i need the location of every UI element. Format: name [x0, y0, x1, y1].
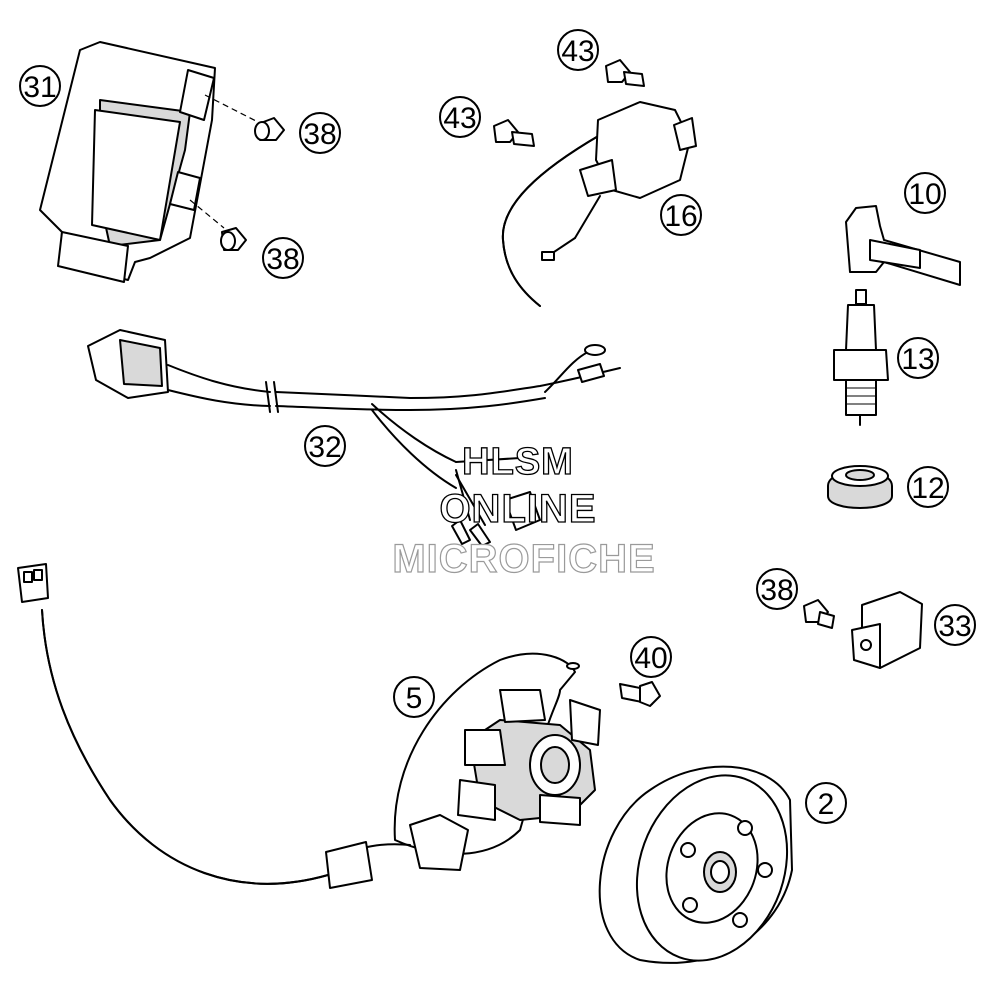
svg-text:38: 38 — [760, 574, 793, 607]
svg-text:13: 13 — [901, 343, 934, 376]
watermark-line-3: MICROFICHE — [392, 537, 655, 581]
watermark-line-1: HLSM — [462, 441, 574, 483]
wiring-harness-drawing — [87, 329, 621, 547]
svg-text:43: 43 — [443, 102, 476, 135]
callout-33: 33 — [934, 604, 976, 646]
voltage-regulator-drawing — [851, 591, 923, 669]
svg-text:16: 16 — [664, 200, 697, 233]
callout-2: 2 — [805, 782, 847, 824]
svg-text:38: 38 — [266, 243, 299, 276]
coil-bolt-upper — [605, 59, 645, 87]
callout-38-lower: 38 — [262, 237, 304, 279]
watermark-line-2: ONLINE — [439, 487, 596, 531]
callout-38-upper: 38 — [299, 112, 341, 154]
callout-10: 10 — [904, 172, 946, 214]
spark-plug-drawing — [833, 289, 889, 426]
ecu-bolt-lower — [220, 227, 247, 251]
svg-text:32: 32 — [308, 431, 341, 464]
callout-32: 32 — [304, 425, 346, 467]
stator-bolt — [619, 681, 661, 707]
svg-text:12: 12 — [911, 472, 944, 505]
callout-40: 40 — [630, 636, 672, 678]
ecu-bolt-upper — [254, 117, 285, 141]
svg-text:31: 31 — [23, 71, 56, 104]
watermark: HLSM ONLINE MICROFICHE — [392, 440, 656, 581]
svg-text:33: 33 — [938, 610, 971, 643]
svg-text:5: 5 — [406, 682, 423, 715]
grommet-drawing — [827, 465, 893, 509]
callout-38-regulator: 38 — [756, 568, 798, 610]
ignition-coil-drawing — [501, 101, 697, 307]
callout-5: 5 — [393, 676, 435, 718]
stator-drawing — [17, 563, 601, 889]
callout-31: 31 — [19, 65, 61, 107]
callout-16: 16 — [660, 194, 702, 236]
ecu-control-unit-drawing — [39, 41, 259, 283]
svg-text:40: 40 — [634, 642, 667, 675]
callout-43-left: 43 — [439, 96, 481, 138]
svg-text:38: 38 — [303, 118, 336, 151]
regulator-bolt — [803, 599, 835, 629]
spark-plug-cap-drawing — [845, 205, 961, 286]
svg-text:43: 43 — [561, 35, 594, 68]
callout-12: 12 — [907, 466, 949, 508]
svg-text:2: 2 — [818, 788, 835, 821]
svg-text:10: 10 — [908, 178, 941, 211]
flywheel-rotor-drawing — [598, 765, 793, 964]
coil-bolt-lower — [493, 119, 535, 147]
callout-43-top: 43 — [557, 29, 599, 71]
callout-13: 13 — [897, 337, 939, 379]
